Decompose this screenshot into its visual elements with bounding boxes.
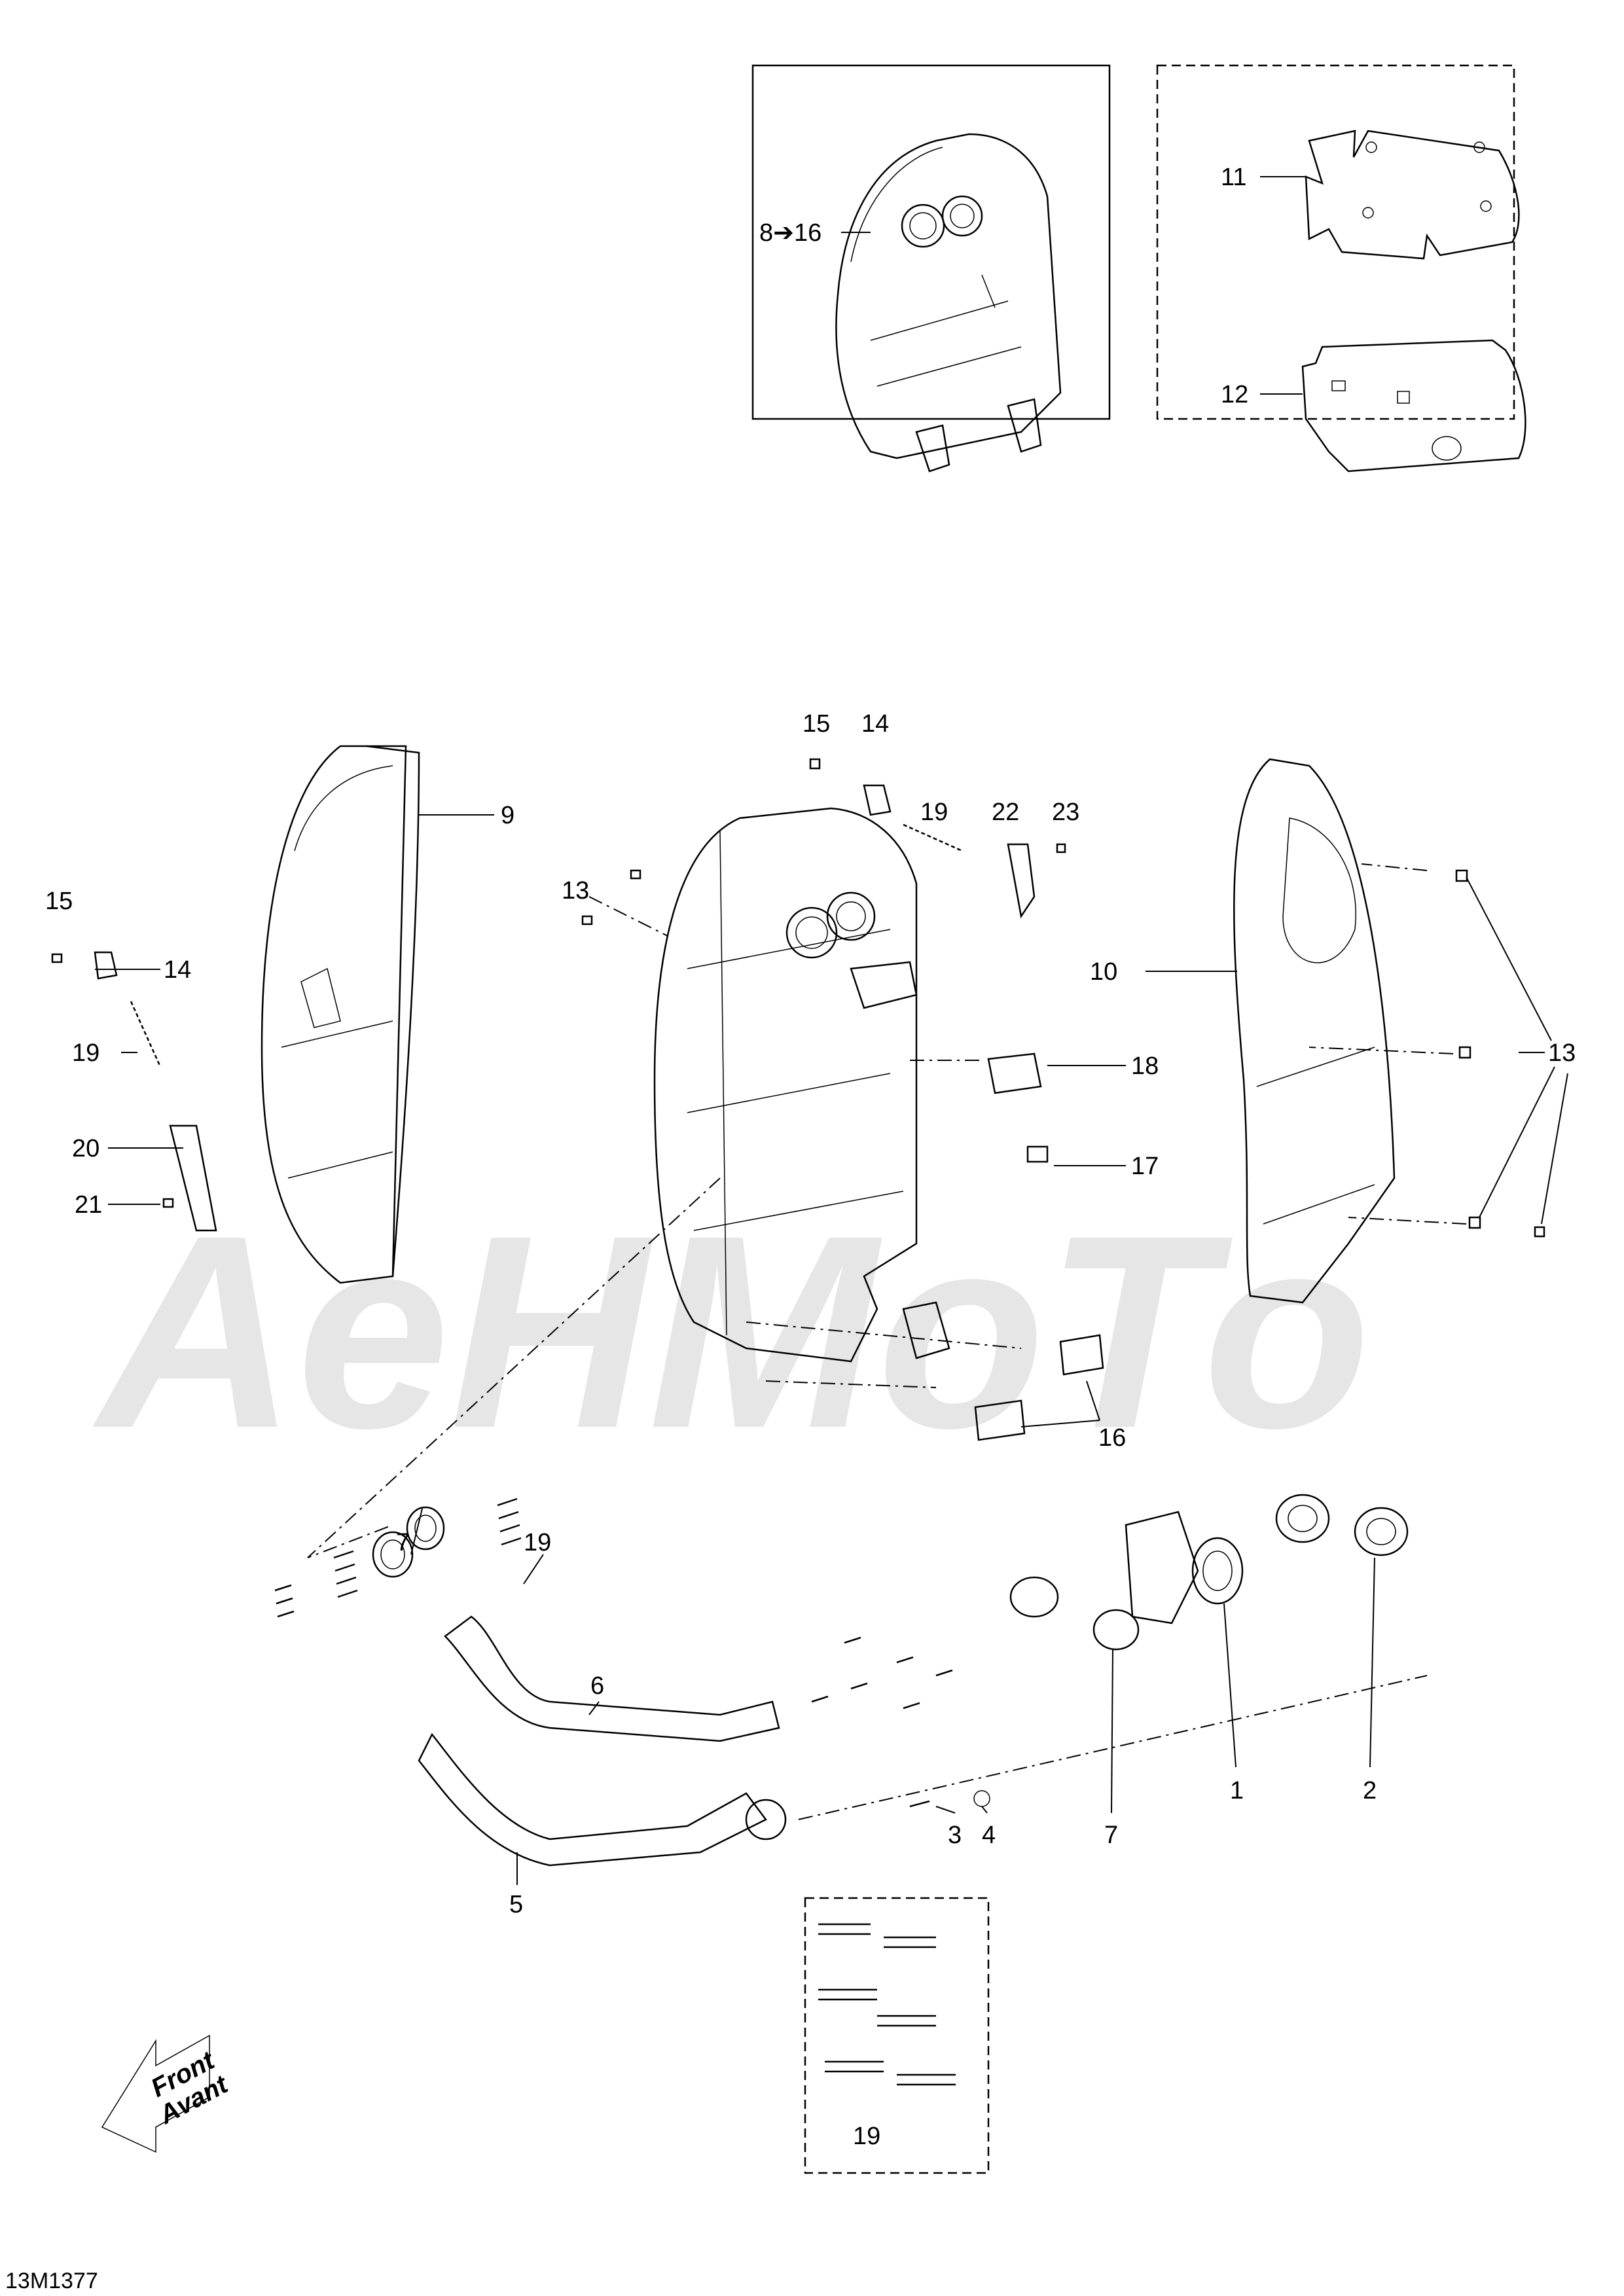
callout-21: 21 [75, 1191, 102, 1219]
muffler-kit-drawing [835, 133, 1062, 473]
callout-14: 14 [861, 710, 889, 738]
callout-2: 2 [1363, 1777, 1377, 1804]
callout-15-left: 15 [45, 888, 73, 915]
assembly-centerline [307, 1177, 721, 1558]
assembly-dashed-lines-right [1308, 863, 1467, 1225]
callout-17: 17 [1131, 1153, 1159, 1180]
callout-23: 23 [1052, 798, 1079, 826]
callout-15: 15 [803, 710, 830, 738]
callout-3: 3 [948, 1821, 962, 1849]
gasket-inset [1156, 64, 1515, 420]
callout-16: 16 [1098, 1424, 1126, 1452]
hardware-top [51, 758, 1545, 1441]
callout-6: 6 [590, 1672, 604, 1700]
gasket-12-drawing [1301, 339, 1526, 473]
front-direction-arrow: Front Avant [101, 2034, 233, 2153]
gasket-11-drawing [1305, 130, 1520, 260]
callout-14-left: 14 [164, 956, 191, 984]
leader-lines-top [95, 876, 1568, 1427]
callout-1: 1 [1230, 1777, 1244, 1804]
callout-12: 12 [1221, 381, 1248, 408]
muffler-kit-inset [751, 64, 1111, 420]
callout-5: 5 [509, 1891, 523, 1918]
pipe-centerline [798, 1675, 1428, 1820]
callout-9: 9 [501, 802, 514, 829]
exhaust-pipes [274, 1498, 787, 1867]
callout-11: 11 [1221, 164, 1246, 191]
callout-19-pipes: 19 [524, 1529, 551, 1556]
callout-4: 4 [982, 1821, 996, 1849]
diagram-code: 13M1377 [5, 2269, 98, 2293]
callout-8-16: 8➔16 [759, 219, 821, 247]
watermark-logo: AeHMoTo [90, 1179, 1371, 1486]
callout-labels: 8➔16 11 12 15 14 19 22 23 9 13 15 14 10 … [45, 164, 1576, 2150]
callout-19-left: 19 [72, 1039, 99, 1067]
spring-kit-drawing [818, 1923, 956, 2086]
callout-19: 19 [920, 798, 948, 826]
callout-10: 10 [1090, 958, 1117, 986]
muffler-cover-9 [261, 745, 420, 1284]
callout-13: 13 [562, 877, 589, 905]
spring-kit-inset [804, 1897, 990, 2174]
callout-7-top: 7 [396, 1529, 410, 1556]
muffler-assembly [653, 807, 950, 1363]
assembly-dashed-lines [588, 896, 1022, 1388]
callout-7-bottom: 7 [1104, 1821, 1118, 1849]
callout-13-right: 13 [1548, 1039, 1576, 1067]
callout-20: 20 [72, 1135, 99, 1162]
heat-shield-10 [1233, 758, 1396, 1304]
callout-19-kit: 19 [853, 2123, 880, 2150]
flanges-and-seals [811, 1494, 1409, 1808]
leader-lines-bottom [410, 1508, 1375, 1885]
callout-22: 22 [992, 798, 1019, 826]
callout-18: 18 [1131, 1052, 1159, 1080]
